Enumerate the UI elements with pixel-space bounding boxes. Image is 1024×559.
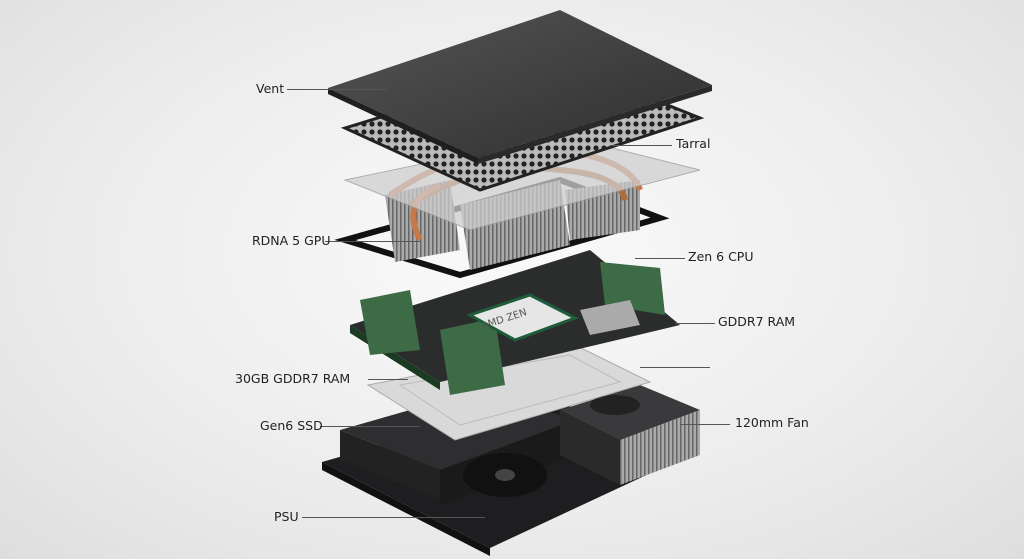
leader-line: [287, 89, 387, 90]
ram-module: [600, 262, 665, 315]
motherboard: AMD ZEN: [350, 250, 680, 395]
leader-line: [675, 323, 715, 324]
label-gpu: RDNA 5 GPU: [252, 233, 331, 248]
leader-line: [325, 241, 420, 242]
label-30gb-ram: 30GB GDDR7 RAM: [235, 371, 351, 386]
leader-line: [368, 379, 408, 380]
leader-line: [302, 517, 485, 518]
ram-module: [360, 290, 420, 355]
cpu-chip: [466, 293, 579, 342]
leader-line: [320, 426, 420, 427]
label-psu: PSU: [274, 509, 299, 524]
label-gddr7-ram: GDDR7 RAM: [718, 314, 796, 329]
label-fan: 120mm Fan: [735, 415, 809, 430]
leader-line: [640, 367, 710, 368]
label-vent: Vent: [256, 81, 285, 96]
label-tarral: Tarral: [676, 136, 711, 151]
leader-line: [635, 258, 685, 259]
label-ssd: Gen6 SSD: [260, 418, 323, 433]
ram-module: [440, 318, 505, 395]
top-panel: [328, 10, 712, 158]
leader-line: [610, 145, 672, 146]
label-cpu: Zen 6 CPU: [688, 249, 754, 264]
leader-line: [680, 424, 730, 425]
